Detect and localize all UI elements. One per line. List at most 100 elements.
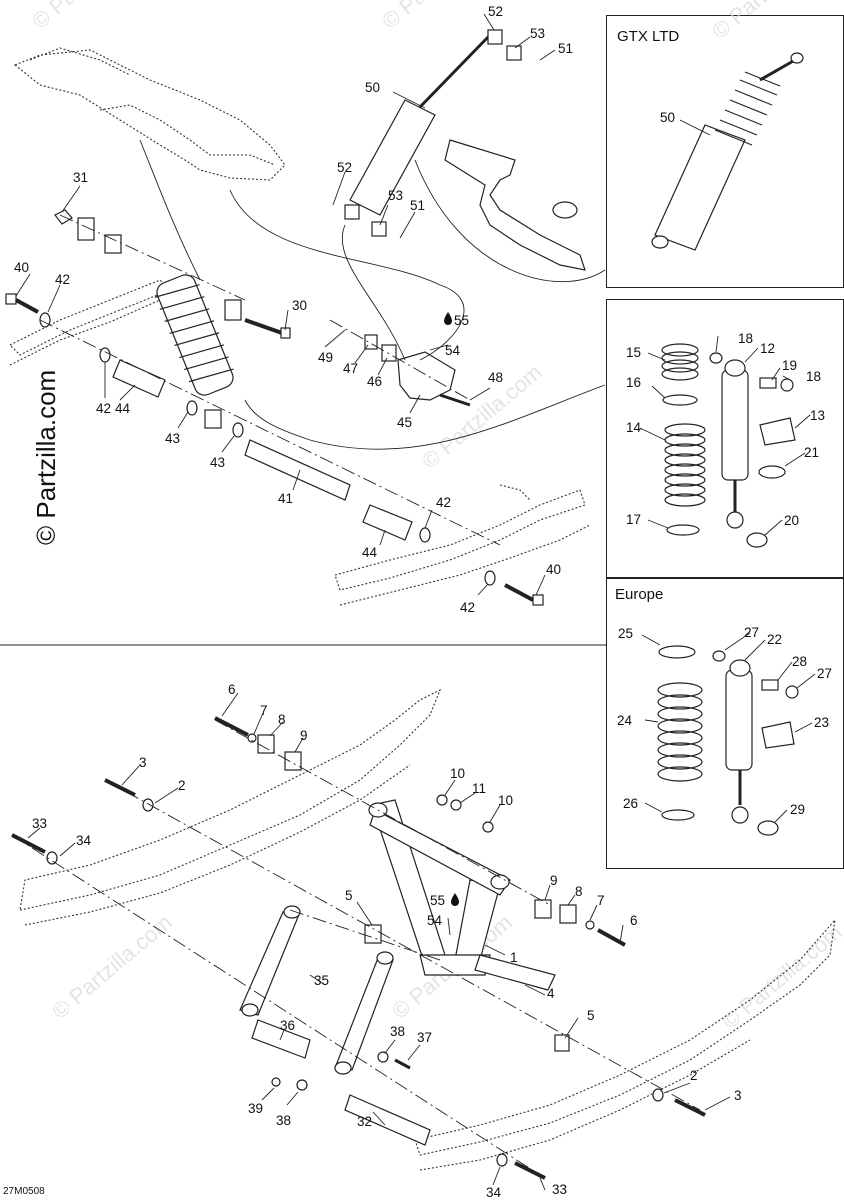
bushing [104, 234, 122, 254]
axle-4 [474, 954, 556, 991]
bracket-45 [397, 351, 456, 401]
washer-42 [99, 347, 111, 363]
axle-36 [251, 1019, 311, 1059]
callout-1: 1 [510, 950, 518, 965]
callout-37: 37 [417, 1030, 432, 1045]
leader-lines [15, 13, 816, 1191]
europe-spring-detail [657, 645, 799, 836]
washer-43 [232, 422, 244, 438]
nut-11 [450, 799, 462, 811]
washer-42 [419, 527, 431, 543]
bushing-9 [284, 751, 302, 771]
callout-41: 41 [278, 491, 293, 506]
callout-43: 43 [165, 431, 180, 446]
callout-2: 2 [690, 1068, 698, 1083]
centerline [214, 719, 551, 906]
bolt-33 [514, 1161, 546, 1180]
callout-40: 40 [14, 260, 29, 275]
bolt-33 [11, 833, 46, 854]
bushing [224, 299, 242, 321]
rear-shock [154, 274, 234, 396]
callout-50: 50 [660, 110, 675, 125]
callout-54: 54 [445, 343, 461, 358]
callout-35: 35 [314, 973, 329, 988]
callout-30: 30 [292, 298, 307, 313]
bushing-9 [534, 899, 552, 919]
callout-17: 17 [626, 512, 641, 527]
callout-28: 28 [792, 654, 807, 669]
spacer-44b [362, 504, 413, 541]
callout-55: 55 [430, 893, 445, 908]
arm-tube [552, 201, 578, 219]
callout-44: 44 [362, 545, 378, 560]
callout-31: 31 [73, 170, 88, 185]
axle-41 [244, 439, 351, 501]
callout-50: 50 [365, 80, 380, 95]
callout-53: 53 [530, 26, 545, 41]
callout-2: 2 [178, 778, 186, 793]
callout-42: 42 [96, 401, 111, 416]
callout-34: 34 [76, 833, 92, 848]
callout-51: 51 [558, 41, 573, 56]
centerline [329, 319, 471, 401]
rail-right-top [334, 484, 591, 606]
callout-24: 24 [617, 713, 633, 728]
shock-50 [349, 99, 436, 216]
bolt-37 [394, 1058, 411, 1070]
callout-51: 51 [410, 198, 425, 213]
callout-labels: 52 53 51 50 52 53 51 31 40 42 30 55 54 4… [14, 4, 832, 1200]
callout-10: 10 [498, 793, 513, 808]
callout-52: 52 [337, 160, 352, 175]
callout-18: 18 [738, 331, 753, 346]
callout-18: 18 [806, 369, 821, 384]
callout-5: 5 [587, 1008, 595, 1023]
rear-link-35a [239, 905, 301, 1017]
rear-link-35b [334, 951, 394, 1075]
oil-drop-icon [444, 312, 452, 325]
centerline [289, 909, 441, 961]
washer-34 [496, 1153, 508, 1167]
washer-2 [142, 798, 154, 812]
callout-39: 39 [248, 1101, 263, 1116]
callout-3: 3 [734, 1088, 742, 1103]
callout-11: 11 [472, 781, 486, 796]
callout-5: 5 [345, 888, 353, 903]
callout-43: 43 [210, 455, 225, 470]
callout-52: 52 [488, 4, 503, 19]
bushing-8 [559, 904, 577, 924]
callout-33: 33 [32, 816, 47, 831]
callout-44: 44 [115, 401, 131, 416]
assembly-arrow [414, 159, 606, 283]
washer-43 [186, 400, 198, 416]
washer-42 [484, 570, 496, 586]
bushing-46 [381, 344, 397, 362]
shock-rod [418, 33, 492, 109]
assembly-arrow [244, 384, 606, 450]
callout-12: 12 [760, 341, 775, 356]
bolt-30 [244, 318, 291, 339]
callout-3: 3 [139, 755, 147, 770]
bushing-8 [257, 734, 275, 754]
bolt-6 [214, 716, 249, 737]
centerline [39, 319, 501, 546]
centerline [11, 834, 541, 1176]
callout-15: 15 [626, 345, 641, 360]
diagram-code: 27M0508 [3, 1186, 45, 1197]
callout-14: 14 [626, 420, 642, 435]
watermark-text: © Partzilla.com [47, 909, 177, 1023]
callout-32: 32 [357, 1114, 372, 1129]
callout-34: 34 [486, 1185, 502, 1200]
callout-22: 22 [767, 632, 782, 647]
bushing-53 [487, 29, 503, 45]
callout-38: 38 [390, 1024, 405, 1039]
callout-54: 54 [427, 913, 443, 928]
watermark-text: © Partzilla.com [707, 0, 837, 44]
callout-25: 25 [618, 626, 633, 641]
axle-32 [344, 1094, 431, 1146]
callout-16: 16 [626, 375, 641, 390]
callout-29: 29 [790, 802, 805, 817]
centerline [104, 779, 701, 1111]
callout-49: 49 [318, 350, 333, 365]
bushing-53 [371, 221, 387, 237]
